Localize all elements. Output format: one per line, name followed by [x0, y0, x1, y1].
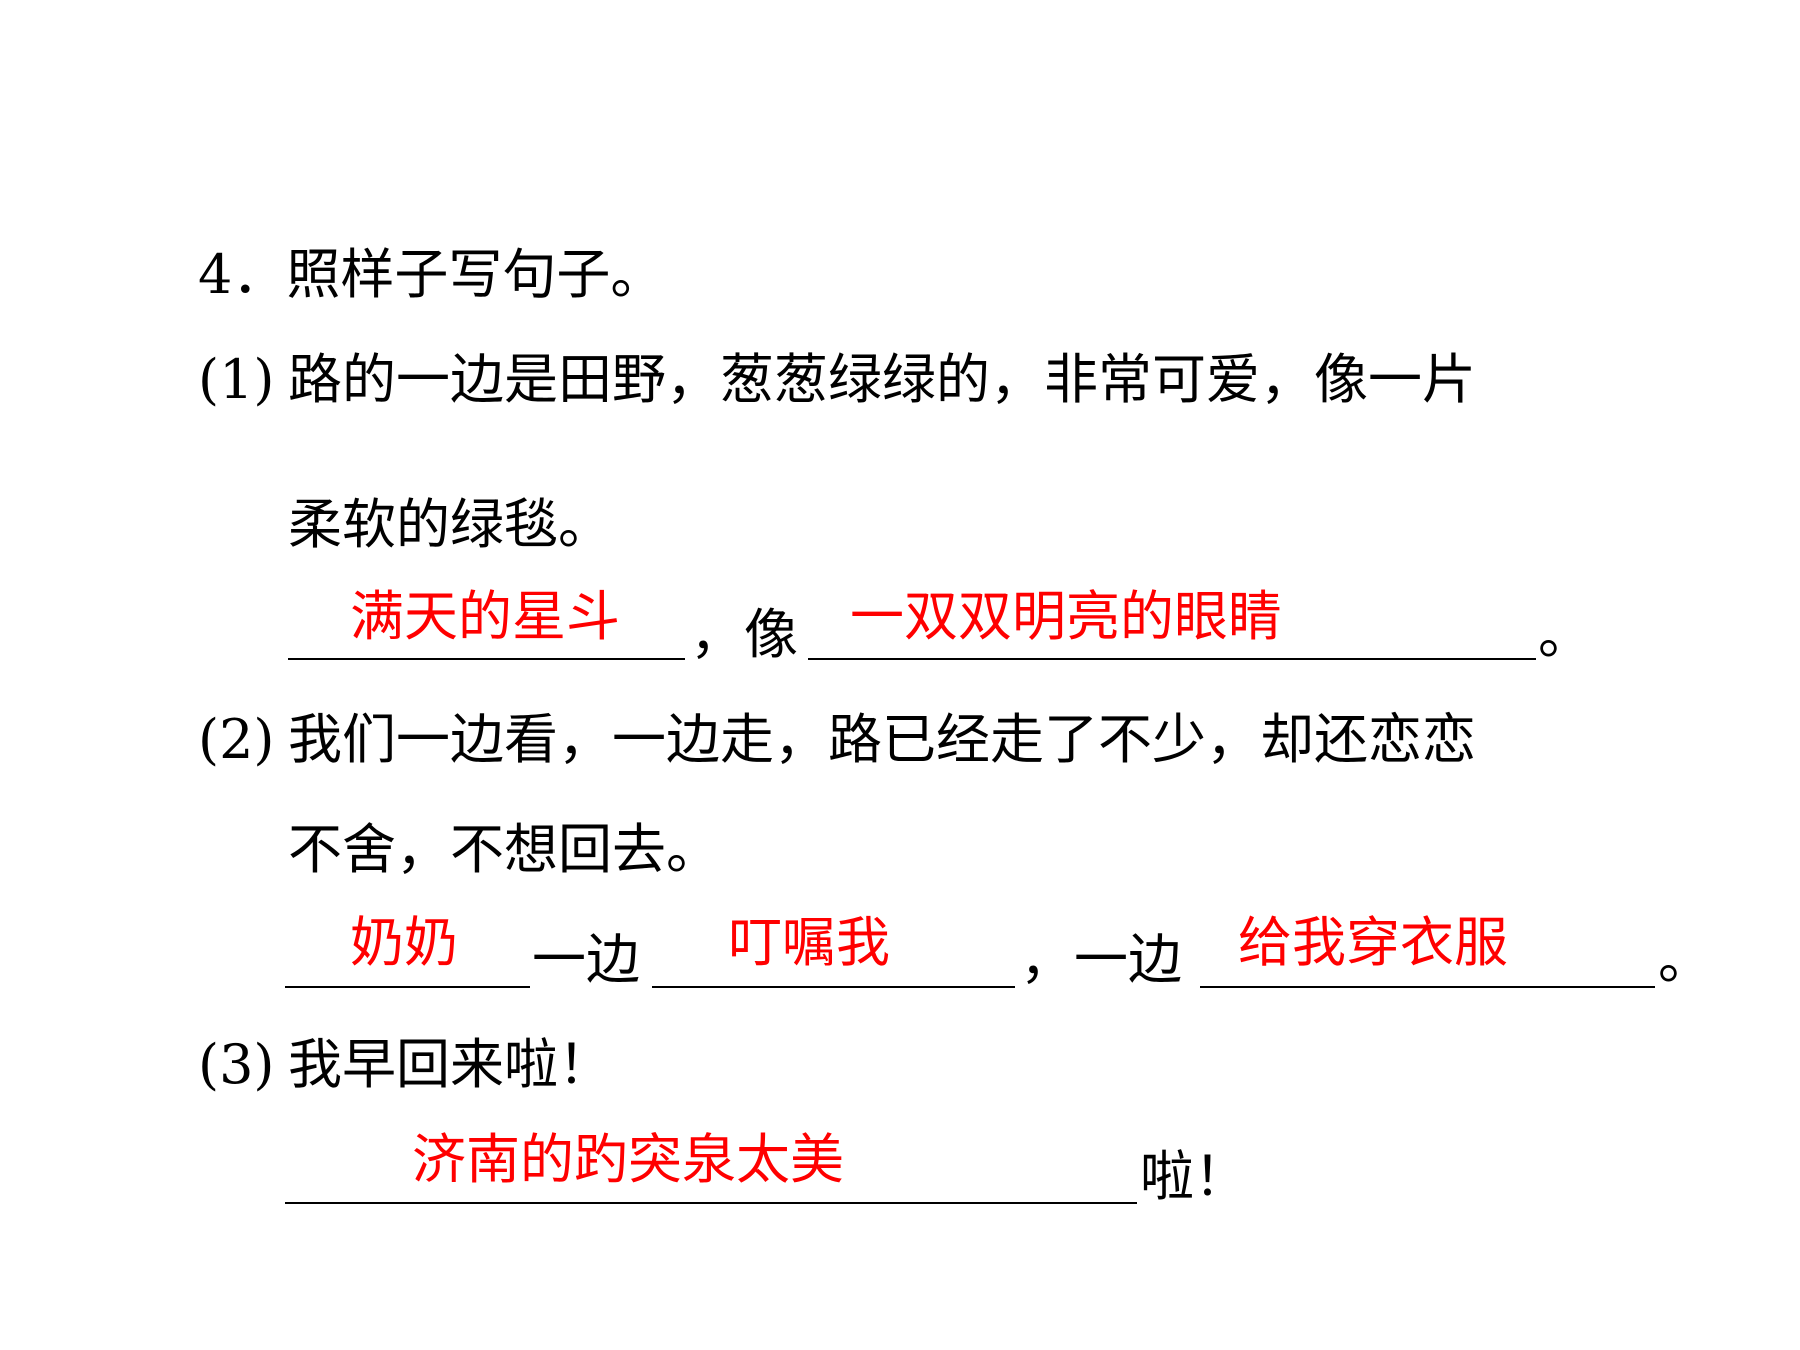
item-2-answer-3: 给我穿衣服: [1238, 911, 1508, 974]
item-1-blank-2[interactable]: [808, 592, 1536, 660]
item-2-example-line1: 我们一边看，一边走，路已经走了不少，却还恋恋: [288, 708, 1476, 771]
item-2-blank-3[interactable]: [1200, 920, 1655, 988]
item-3-blank-1[interactable]: [285, 1136, 1137, 1204]
item-2-blank-1[interactable]: [285, 920, 530, 988]
item-3-number: (3): [198, 1033, 275, 1096]
item-2-example-line2: 不舍，不想回去。: [288, 818, 720, 881]
item-2-answer-2: 叮嘱我: [728, 911, 890, 974]
item-1-example-line1: 路的一边是田野，葱葱绿绿的，非常可爱，像一片: [288, 348, 1476, 411]
item-1-answer-1: 满天的星斗: [350, 585, 620, 648]
question-title: 4．照样子写句子。: [198, 243, 665, 306]
item-1-example-line2: 柔软的绿毯。: [288, 493, 612, 556]
item-1-ending: 。: [1538, 603, 1592, 666]
item-3-ending: 啦！: [1140, 1145, 1248, 1208]
item-2-ending: 。: [1658, 928, 1712, 991]
item-2-blank-2[interactable]: [652, 920, 1015, 988]
item-2-answer-1: 奶奶: [350, 911, 458, 974]
item-1-text-between: ，像: [690, 603, 798, 666]
item-2-text-between-1: 一边: [532, 928, 640, 991]
item-2-text-between-2: ，一边: [1020, 928, 1182, 991]
item-2-number: (2): [198, 708, 275, 771]
item-3-example-line1: 我早回来啦！: [288, 1033, 612, 1096]
item-1-answer-2: 一双双明亮的眼睛: [850, 585, 1282, 648]
item-1-blank-1[interactable]: [288, 592, 685, 660]
item-1-number: (1): [198, 348, 275, 411]
item-3-answer-1: 济南的趵突泉太美: [412, 1128, 844, 1191]
